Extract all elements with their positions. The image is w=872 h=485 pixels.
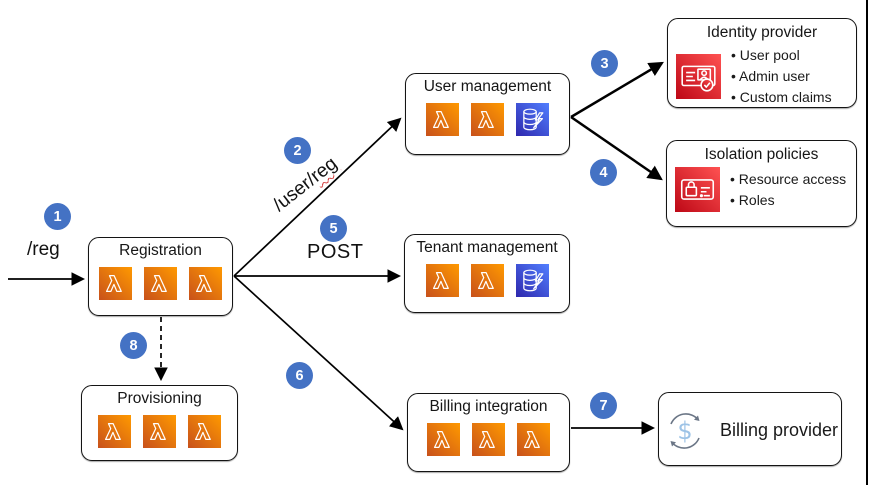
svg-text:$: $ — [677, 417, 692, 445]
step-badge-3: 3 — [591, 50, 618, 77]
window-edge-line — [866, 0, 868, 485]
lambda-icon — [425, 264, 459, 298]
lambda-icon — [99, 267, 132, 301]
node-identity-provider: Identity provider User pool Admin user C… — [667, 18, 857, 108]
identity-provider-bullets: User pool Admin user Custom claims — [731, 45, 832, 108]
node-title: Isolation policies — [704, 146, 819, 163]
node-title: Billing provider — [719, 420, 839, 440]
node-title: Billing integration — [429, 398, 548, 415]
edge-to-identity-provider — [570, 61, 664, 119]
edge-to-isolation-policies — [570, 115, 663, 181]
step-badge-2: 2 — [284, 137, 311, 164]
cognito-id-card-icon — [676, 54, 721, 100]
bullet-item: Custom claims — [731, 87, 832, 108]
bullet-item: Admin user — [731, 66, 832, 87]
lambda-icon — [427, 423, 460, 457]
lambda-icon — [472, 423, 505, 457]
node-tenant-management: Tenant management — [404, 234, 570, 313]
node-title: Registration — [119, 242, 202, 259]
node-billing-provider: $ Billing provider — [658, 392, 842, 466]
node-title: User management — [423, 78, 552, 95]
step-badge-4: 4 — [590, 159, 617, 186]
lambda-icon — [470, 264, 504, 298]
edge-to-user-management — [233, 117, 402, 277]
edge-to-billing-integration — [233, 275, 404, 431]
node-registration: Registration — [88, 237, 233, 316]
bullet-item: Roles — [730, 190, 846, 211]
node-title: Identity provider — [706, 24, 818, 41]
lambda-icon — [517, 423, 550, 457]
step-badge-7: 7 — [590, 392, 617, 419]
step-badge-1: 1 — [44, 203, 71, 230]
bullet-item: User pool — [731, 45, 832, 66]
dollar-cycle-icon: $ — [670, 412, 700, 449]
lambda-icon — [144, 267, 177, 301]
lambda-icon — [189, 267, 222, 301]
step-badge-5: 5 — [320, 215, 347, 242]
step-badge-6: 6 — [286, 362, 313, 389]
node-isolation-policies: Isolation policies Resource access Roles — [666, 140, 857, 227]
isolation-policies-bullets: Resource access Roles — [730, 169, 846, 211]
iam-lock-policy-icon — [675, 167, 720, 213]
label-post-method: POST — [307, 241, 364, 263]
node-title: Tenant management — [416, 239, 558, 256]
node-provisioning: Provisioning — [81, 385, 238, 461]
lambda-icon — [471, 103, 504, 137]
node-user-management: User management — [405, 73, 570, 155]
bullet-item: Resource access — [730, 169, 846, 190]
lambda-icon — [98, 415, 131, 449]
node-billing-integration: Billing integration — [407, 393, 570, 472]
node-title: Provisioning — [117, 390, 202, 407]
dynamodb-icon — [516, 103, 549, 137]
step-badge-8: 8 — [120, 332, 147, 359]
label-reg-route: /reg — [27, 239, 60, 260]
lambda-icon — [188, 415, 221, 449]
lambda-icon — [426, 103, 459, 137]
lambda-icon — [143, 415, 176, 449]
dynamodb-icon — [515, 264, 549, 298]
